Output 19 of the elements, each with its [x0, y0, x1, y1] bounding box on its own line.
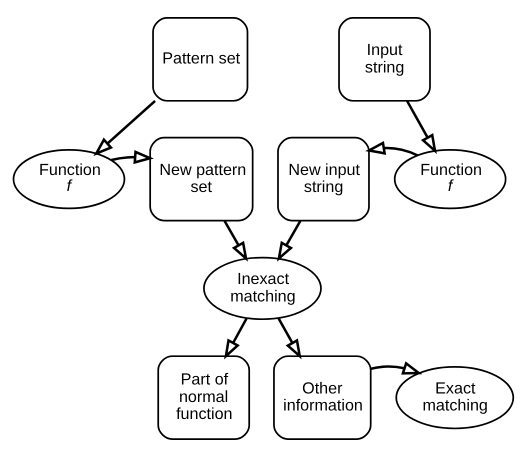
arrow [276, 220, 302, 262]
arrow [370, 361, 422, 375]
node-box: Part of normal function [156, 355, 250, 440]
node-box: Input string [338, 17, 430, 102]
arrow [222, 220, 248, 262]
arrow [110, 150, 154, 164]
node-box: New input string [276, 136, 370, 222]
node-box: Pattern set [152, 17, 248, 102]
arrow [276, 318, 302, 360]
node-ellipse: Inexact matching [202, 256, 322, 320]
arrow [224, 318, 248, 360]
node-box: Other information [272, 355, 372, 440]
node-box: New pattern set [148, 136, 254, 222]
node-ellipse: Exact matching [394, 366, 514, 430]
arrow [406, 100, 436, 154]
arrow [92, 100, 156, 156]
arrow [364, 141, 418, 156]
node-ellipse: Function f [12, 149, 125, 210]
node-ellipse: Function f [393, 149, 506, 210]
